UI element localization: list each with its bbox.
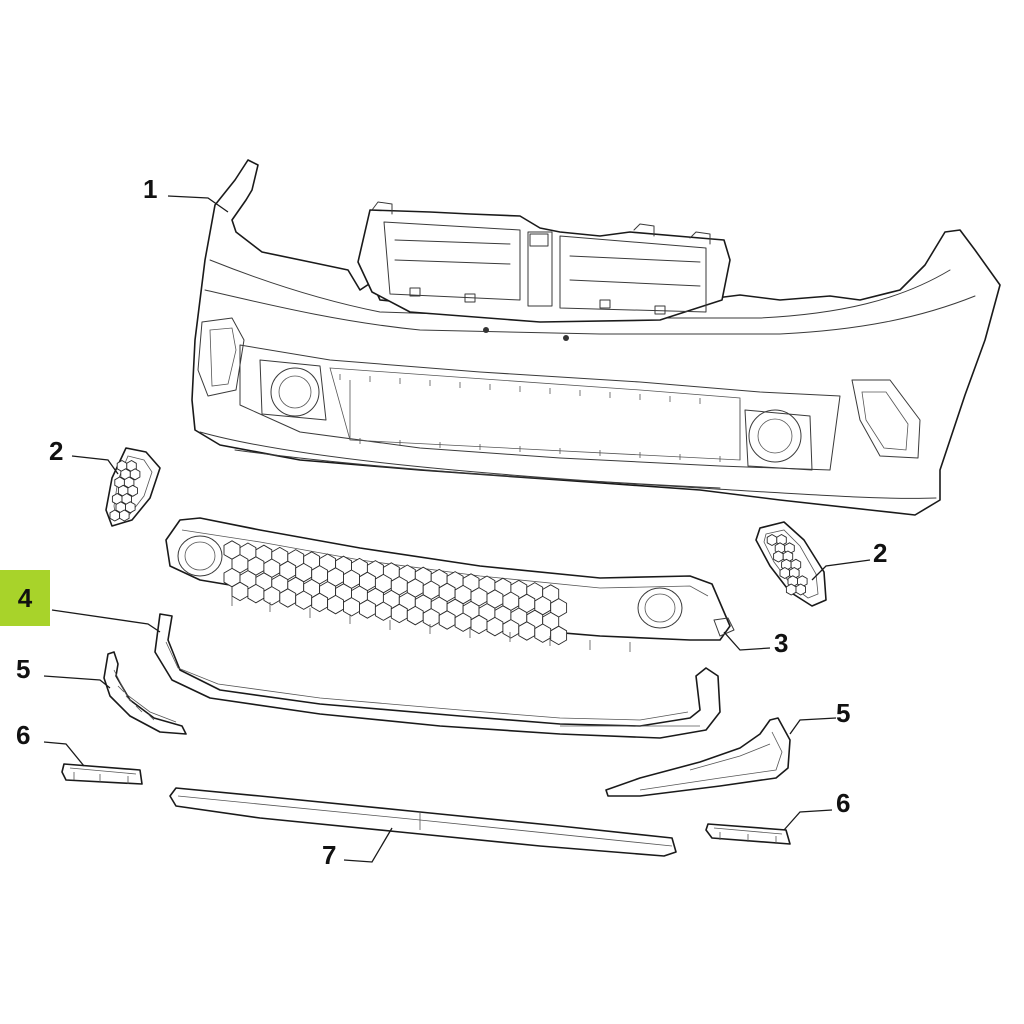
leader-5-right <box>789 717 837 735</box>
leader-2-left <box>71 455 119 475</box>
mesh-cell <box>454 612 472 632</box>
leader-4 <box>51 609 161 633</box>
mesh-cell <box>779 566 791 580</box>
leader-7 <box>343 827 393 863</box>
callout-5-right[interactable]: 5 <box>836 698 851 728</box>
mesh-cell <box>766 533 778 547</box>
mesh-cell <box>263 586 281 606</box>
side-grille-right-part-2 <box>755 521 827 607</box>
mesh-cell <box>518 621 536 641</box>
callout-7[interactable]: 7 <box>322 840 337 870</box>
mesh-cell <box>550 625 568 646</box>
trim-bar-part-7 <box>169 787 677 857</box>
callout-6-right[interactable]: 6 <box>836 788 851 818</box>
mesh-cell <box>311 592 329 613</box>
mesh-cell <box>359 599 376 619</box>
mesh-cell <box>773 550 784 563</box>
mesh-cell <box>295 590 313 610</box>
callout-2-left[interactable]: 2 <box>49 436 64 466</box>
mesh-cell <box>438 610 456 630</box>
bumper-cover-part-1 <box>191 159 1001 516</box>
leader-6-left <box>43 741 85 767</box>
side-splitter-right-part-5 <box>605 717 791 797</box>
callout-5-left[interactable]: 5 <box>16 654 31 684</box>
callout-6-left[interactable]: 6 <box>16 720 31 750</box>
mesh-cell <box>125 501 136 514</box>
lower-grille-part-3 <box>165 517 735 652</box>
mesh-cell <box>422 608 440 628</box>
mesh-cell <box>231 581 249 602</box>
leader-lines <box>43 195 871 863</box>
mesh-cell <box>406 605 424 626</box>
lower-trim-strip-part-4 <box>154 613 721 739</box>
leader-1 <box>167 195 229 213</box>
mesh-cell <box>502 619 520 639</box>
leader-2-right <box>811 559 871 581</box>
mesh-cell <box>470 614 488 635</box>
callout-2-right[interactable]: 2 <box>873 538 888 568</box>
small-cover-left-part-6 <box>61 763 143 785</box>
small-cover-right-part-6 <box>705 823 791 845</box>
leader-6-right <box>783 809 833 831</box>
mesh-cell <box>109 509 121 522</box>
callout-1[interactable]: 1 <box>143 174 158 204</box>
mesh-cell <box>374 601 392 621</box>
mesh-cell <box>327 594 344 615</box>
mesh-cell <box>127 484 138 497</box>
mesh-cell <box>247 583 265 604</box>
mesh-cell <box>119 509 130 522</box>
side-grille-left-part-2 <box>105 447 161 527</box>
mesh-cell <box>486 616 504 637</box>
mesh-cell <box>129 468 141 481</box>
mesh-cell <box>279 588 297 608</box>
callout-4-highlighted[interactable]: 4 <box>0 570 50 626</box>
leader-3 <box>723 631 771 651</box>
side-splitter-left-part-5 <box>103 651 187 735</box>
mesh-cell <box>534 623 552 643</box>
mesh-cell <box>785 583 797 596</box>
mesh-cell <box>390 603 408 624</box>
leader-5-left <box>43 675 111 689</box>
callout-3[interactable]: 3 <box>774 628 789 658</box>
mesh-cell <box>343 597 360 617</box>
mesh-cell <box>795 583 806 596</box>
